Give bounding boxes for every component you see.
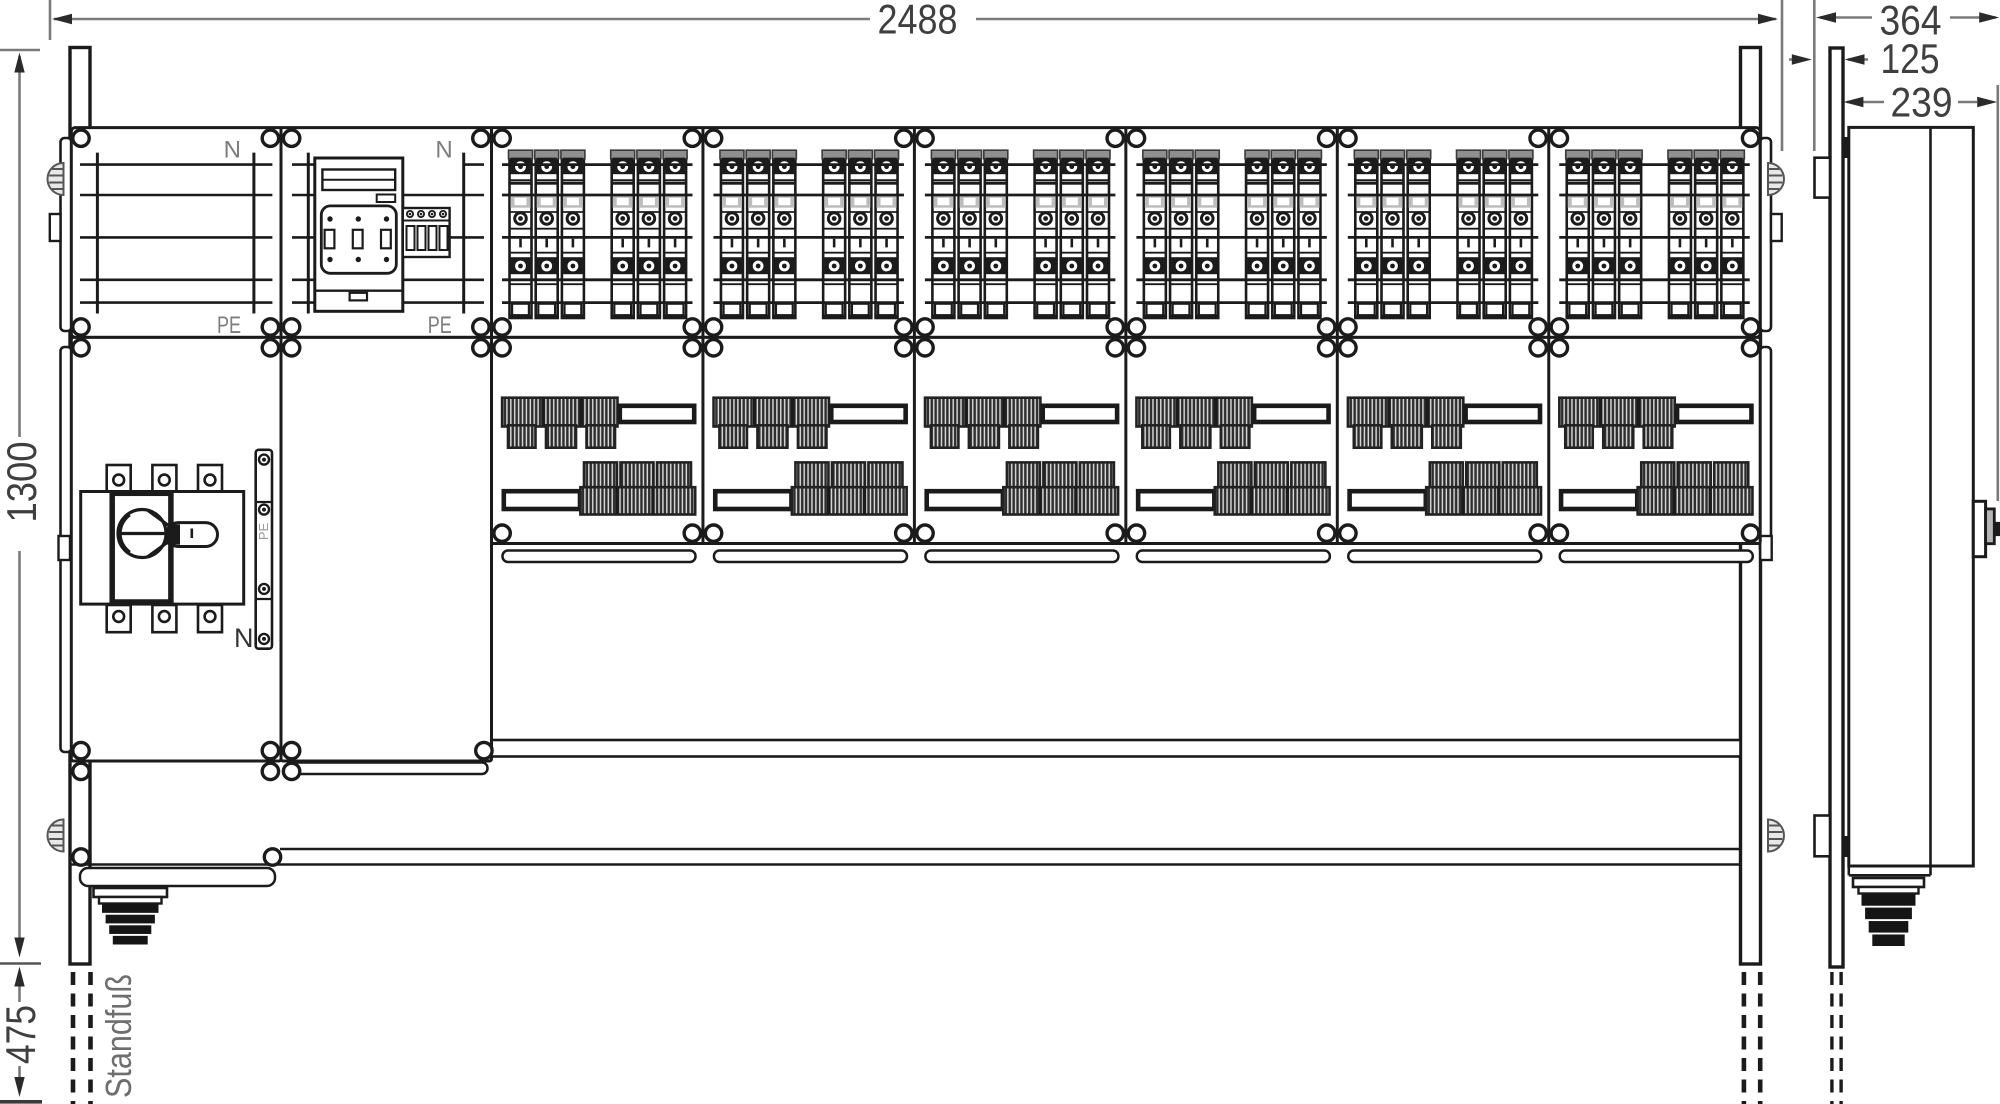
svg-text:PE: PE <box>428 312 452 339</box>
svg-text:PE: PE <box>256 523 271 541</box>
svg-text:PE: PE <box>217 312 241 339</box>
svg-text:Standfuß: Standfuß <box>98 974 139 1098</box>
svg-text:1300: 1300 <box>0 442 45 523</box>
svg-text:239: 239 <box>1891 79 1953 126</box>
svg-text:N: N <box>435 137 452 164</box>
svg-text:125: 125 <box>1881 35 1940 82</box>
svg-text:475: 475 <box>0 1005 44 1064</box>
svg-text:N: N <box>234 623 254 653</box>
svg-text:N: N <box>224 137 241 164</box>
svg-text:2488: 2488 <box>878 0 958 43</box>
svg-text:364: 364 <box>1880 0 1942 44</box>
